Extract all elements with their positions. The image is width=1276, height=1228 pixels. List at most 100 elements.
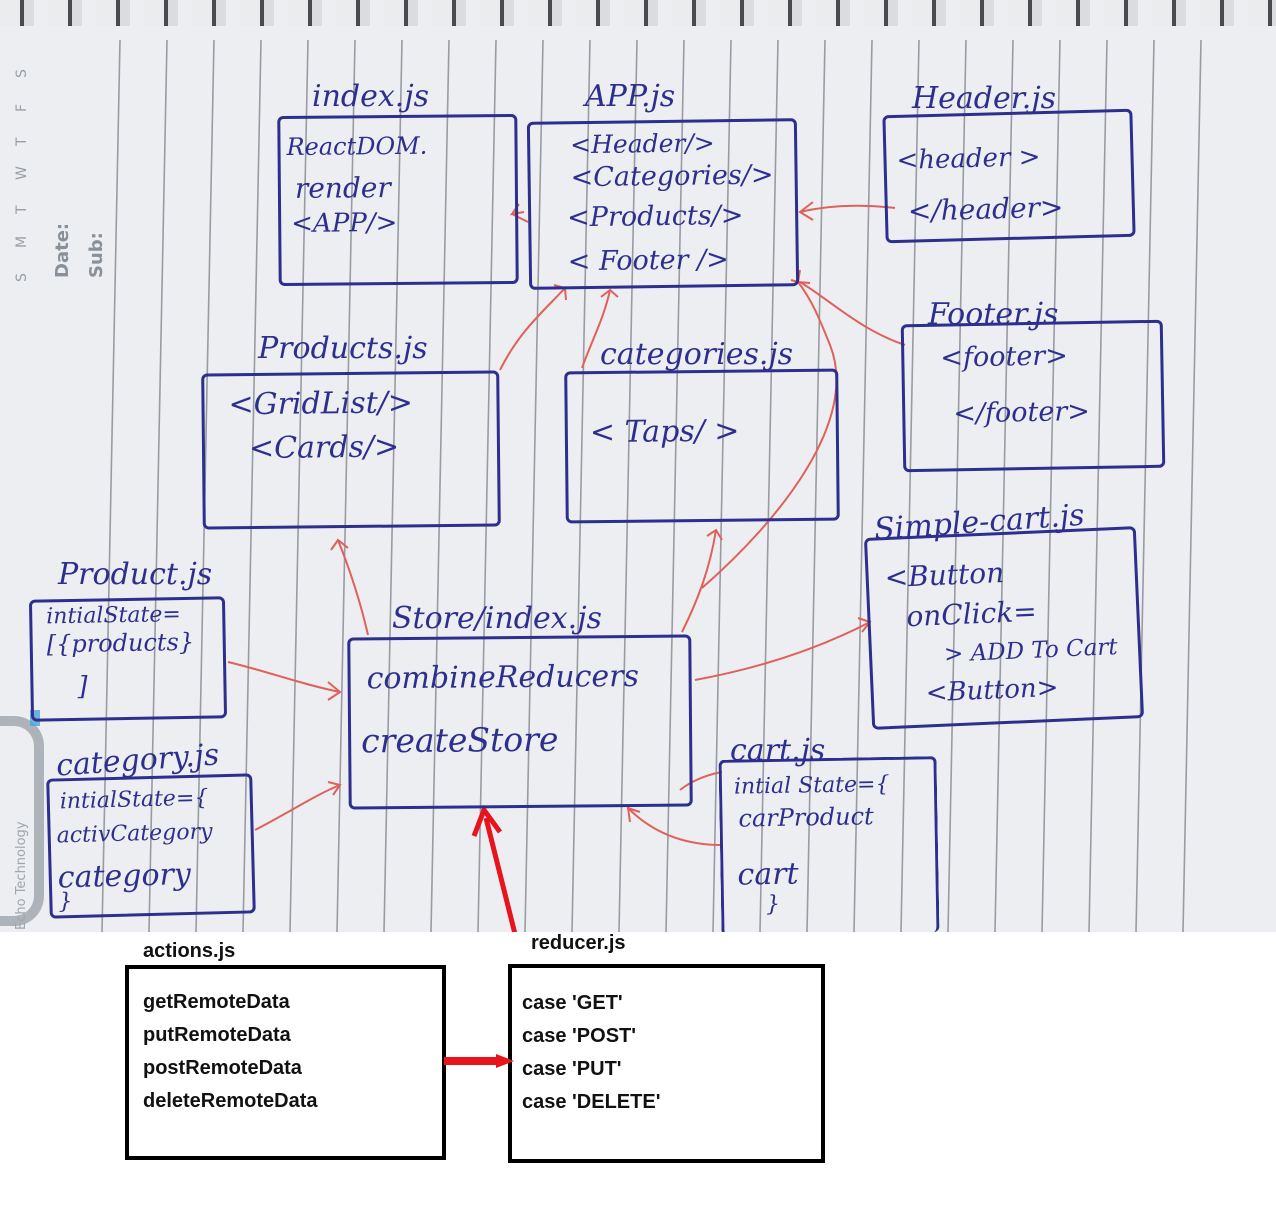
reducer-file-box: case 'GET' case 'POST' case 'PUT' case '… xyxy=(508,964,825,1163)
categories-line-1: < Taps/ > xyxy=(589,413,740,451)
ruled-line xyxy=(806,39,826,932)
weekday-letter: S xyxy=(14,69,30,78)
ruled-lines-and-arrows xyxy=(101,39,1202,932)
ruled-line xyxy=(195,39,215,932)
arrow-store-to-app xyxy=(701,281,838,589)
product-line-2: [{products} xyxy=(46,627,195,659)
index-file-title: index.js xyxy=(312,79,430,114)
footer-line-1: <footer> xyxy=(940,340,1069,374)
actions-line-3: postRemoteData xyxy=(143,1057,302,1079)
actions-line-2: putRemoteData xyxy=(143,1024,291,1046)
simple-cart-line-1: <Button xyxy=(883,555,1005,595)
ruled-line xyxy=(712,39,732,932)
simple-cart-line-3: > ADD To Cart xyxy=(943,634,1119,668)
products-line-1: <GridList/> xyxy=(228,385,414,423)
arrow-category-to-store xyxy=(254,784,341,831)
ruled-line xyxy=(289,39,309,932)
app-line-4: < Footer /> xyxy=(567,244,730,278)
cart-line-3: cart xyxy=(737,856,799,893)
reducer-line-3: case 'PUT' xyxy=(522,1058,622,1080)
ruled-line xyxy=(759,39,779,932)
product-line-3: ] xyxy=(77,671,88,702)
categories-file-title: categories.js xyxy=(600,337,794,372)
actions-file-title: actions.js xyxy=(143,940,236,962)
products-line-2: <Cards/> xyxy=(248,429,400,467)
red-arrow-reducer-to-store xyxy=(483,817,518,932)
ruled-line xyxy=(1088,39,1108,932)
index-file-box: ReactDOM. render <APP/> xyxy=(277,113,519,287)
ruled-line xyxy=(336,39,356,932)
reducer-line-4: case 'DELETE' xyxy=(522,1091,661,1113)
brand-logo xyxy=(0,710,44,930)
category-line-4: } xyxy=(58,889,73,915)
header-line-2: </header> xyxy=(907,190,1064,228)
store-file-box: combineReducers createStore xyxy=(347,634,693,810)
header-file-title: Header.js xyxy=(912,81,1057,116)
arrow-app-to-index xyxy=(511,213,529,223)
weekday-letter: T xyxy=(14,137,30,146)
header-file-box: <header > </header> xyxy=(882,108,1136,244)
store-line-1: combineReducers xyxy=(366,658,640,697)
products-file-box: <GridList/> <Cards/> xyxy=(201,370,501,530)
footer-line-2: </footer> xyxy=(953,396,1091,430)
actions-file-box: getRemoteData putRemoteData postRemoteDa… xyxy=(125,965,446,1160)
index-line-3: <APP/> xyxy=(291,208,398,239)
ruled-line xyxy=(1041,39,1061,932)
arrow-store-to-categories xyxy=(681,529,717,633)
app-file-title: APP.js xyxy=(585,79,676,114)
ruled-line xyxy=(618,39,638,932)
products-file-title: Products.js xyxy=(258,331,428,366)
categories-file-box: < Taps/ > xyxy=(564,368,840,524)
actions-line-4: deleteRemoteData xyxy=(143,1090,318,1112)
category-line-1: intialState={ xyxy=(59,785,209,815)
app-file-box: <Header/> <Categories/> <Products/> < Fo… xyxy=(526,118,800,290)
reducer-line-2: case 'POST' xyxy=(522,1025,637,1047)
index-line-2: render xyxy=(294,171,391,205)
weekday-letter: F xyxy=(14,103,30,112)
app-line-1: <Header/> xyxy=(569,128,715,160)
simple-cart-file-box: <Button onClick= > ADD To Cart <Button> xyxy=(863,526,1145,730)
date-label: Date: xyxy=(52,222,73,278)
weekday-letter: M xyxy=(14,235,30,248)
ruled-line xyxy=(900,39,920,932)
cart-file-box: intial State={ carProduct cart } xyxy=(718,756,940,932)
cart-line-1: intial State={ xyxy=(733,771,890,800)
arrow-cart-to-store-2 xyxy=(679,771,723,791)
weekday-letter: T xyxy=(14,205,30,214)
ruled-line xyxy=(994,39,1014,932)
ruled-line xyxy=(101,39,121,932)
footer-file-box: <footer> </footer> xyxy=(900,319,1166,473)
product-file-title: Product.js xyxy=(58,557,213,592)
ruled-line xyxy=(1135,39,1155,932)
brand-text: Echo Technology xyxy=(14,821,29,930)
ruled-line xyxy=(430,39,450,932)
product-line-1: intialState= xyxy=(46,602,182,630)
ruled-line xyxy=(947,39,967,932)
arrow-header-to-app xyxy=(799,204,896,213)
category-line-2: activCategory xyxy=(56,819,213,849)
arrow-cart-to-store xyxy=(627,807,723,846)
arrow-products-to-app xyxy=(499,287,566,371)
arrow-store-to-products xyxy=(337,539,369,636)
cart-file-title: cart.js xyxy=(730,733,826,768)
header-line-1: <header > xyxy=(896,142,1041,176)
category-line-3: category xyxy=(57,856,192,896)
ruled-line xyxy=(524,39,544,932)
ruled-line xyxy=(477,39,497,932)
simple-cart-line-4: <Button> xyxy=(925,672,1060,709)
arrow-categories-to-app xyxy=(581,289,611,369)
ruled-line xyxy=(148,39,168,932)
weekday-letter: S xyxy=(14,273,30,282)
arrow-store-to-simplecart xyxy=(694,621,871,681)
cart-line-2: carProduct xyxy=(738,802,874,833)
sub-label: Sub: xyxy=(86,232,107,278)
actions-line-1: getRemoteData xyxy=(143,991,290,1013)
ruled-line xyxy=(383,39,403,932)
reducer-line-1: case 'GET' xyxy=(522,992,623,1014)
ruled-line xyxy=(242,39,262,932)
app-line-3: <Products/> xyxy=(566,199,744,234)
arrow-footer-to-app xyxy=(799,281,906,346)
simple-cart-line-2: onClick= xyxy=(905,594,1038,634)
app-line-2: <Categories/> xyxy=(570,159,774,194)
